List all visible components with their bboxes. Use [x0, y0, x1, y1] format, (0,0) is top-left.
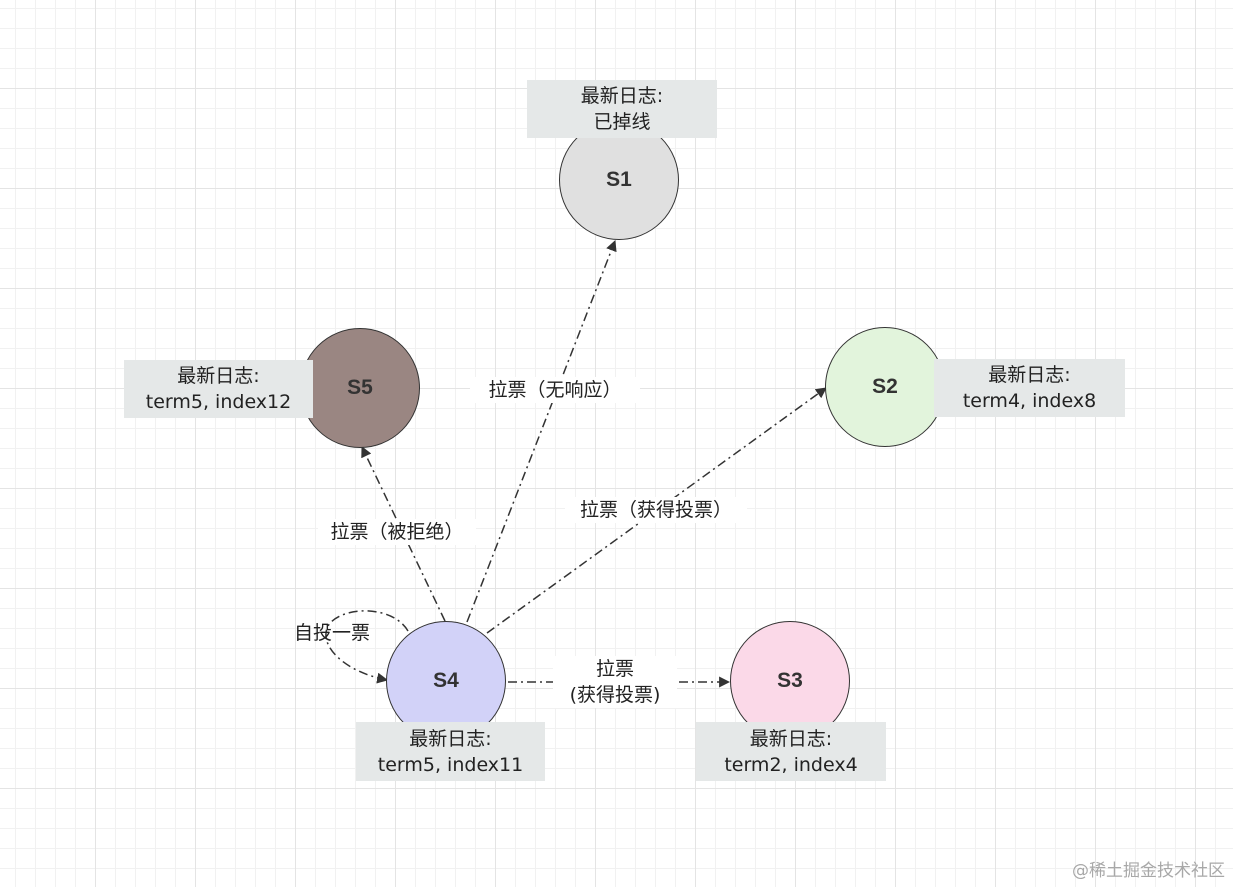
- log-value-s4: term5, index11: [377, 753, 524, 776]
- log-title-s3: 最新日志:: [749, 727, 833, 750]
- edge-label-s3-line2: (获得投票): [569, 684, 661, 706]
- log-box-s5: 最新日志: term5, index12: [124, 360, 313, 418]
- log-title-s4: 最新日志:: [409, 727, 492, 750]
- log-value-s5: term5, index12: [145, 391, 292, 413]
- edge-label-s1: 拉票（无响应）: [470, 377, 640, 403]
- node-s4[interactable]: S4: [386, 621, 506, 741]
- node-label-s2: S2: [872, 375, 898, 398]
- log-box-s4: 最新日志: term5, index11: [356, 722, 545, 781]
- edge-label-s5: 拉票（被拒绝）: [318, 519, 476, 545]
- edge-label-s3-line1: 拉票: [595, 658, 634, 680]
- node-s5[interactable]: S5: [300, 328, 420, 448]
- log-title-s2: 最新日志:: [988, 364, 1071, 386]
- log-title-s1: 最新日志:: [580, 85, 664, 107]
- edge-label-s3: 拉票 (获得投票): [553, 656, 677, 708]
- node-label-s3: S3: [777, 669, 803, 692]
- node-s1[interactable]: S1: [559, 120, 679, 240]
- edge-label-self-vote: 自投一票: [293, 622, 370, 644]
- node-label-s5: S5: [347, 376, 373, 399]
- log-value-s1: 已掉线: [593, 111, 651, 133]
- arrow-s4-to-s1: [466, 239, 617, 623]
- log-value-s2: term4, index8: [962, 390, 1097, 412]
- edge-label-s2: 拉票（获得投票）: [565, 497, 747, 523]
- log-value-s3: term2, index4: [724, 753, 858, 776]
- node-s2[interactable]: S2: [825, 327, 945, 447]
- node-label-s1: S1: [606, 168, 632, 191]
- node-label-s4: S4: [433, 669, 459, 692]
- node-s3[interactable]: S3: [730, 621, 850, 741]
- log-box-s3: 最新日志: term2, index4: [696, 722, 886, 781]
- log-box-s1: 最新日志: 已掉线: [527, 80, 717, 138]
- log-box-s2: 最新日志: term4, index8: [934, 359, 1125, 417]
- watermark: @稀土掘金技术社区: [1072, 861, 1225, 881]
- log-title-s5: 最新日志:: [177, 365, 260, 387]
